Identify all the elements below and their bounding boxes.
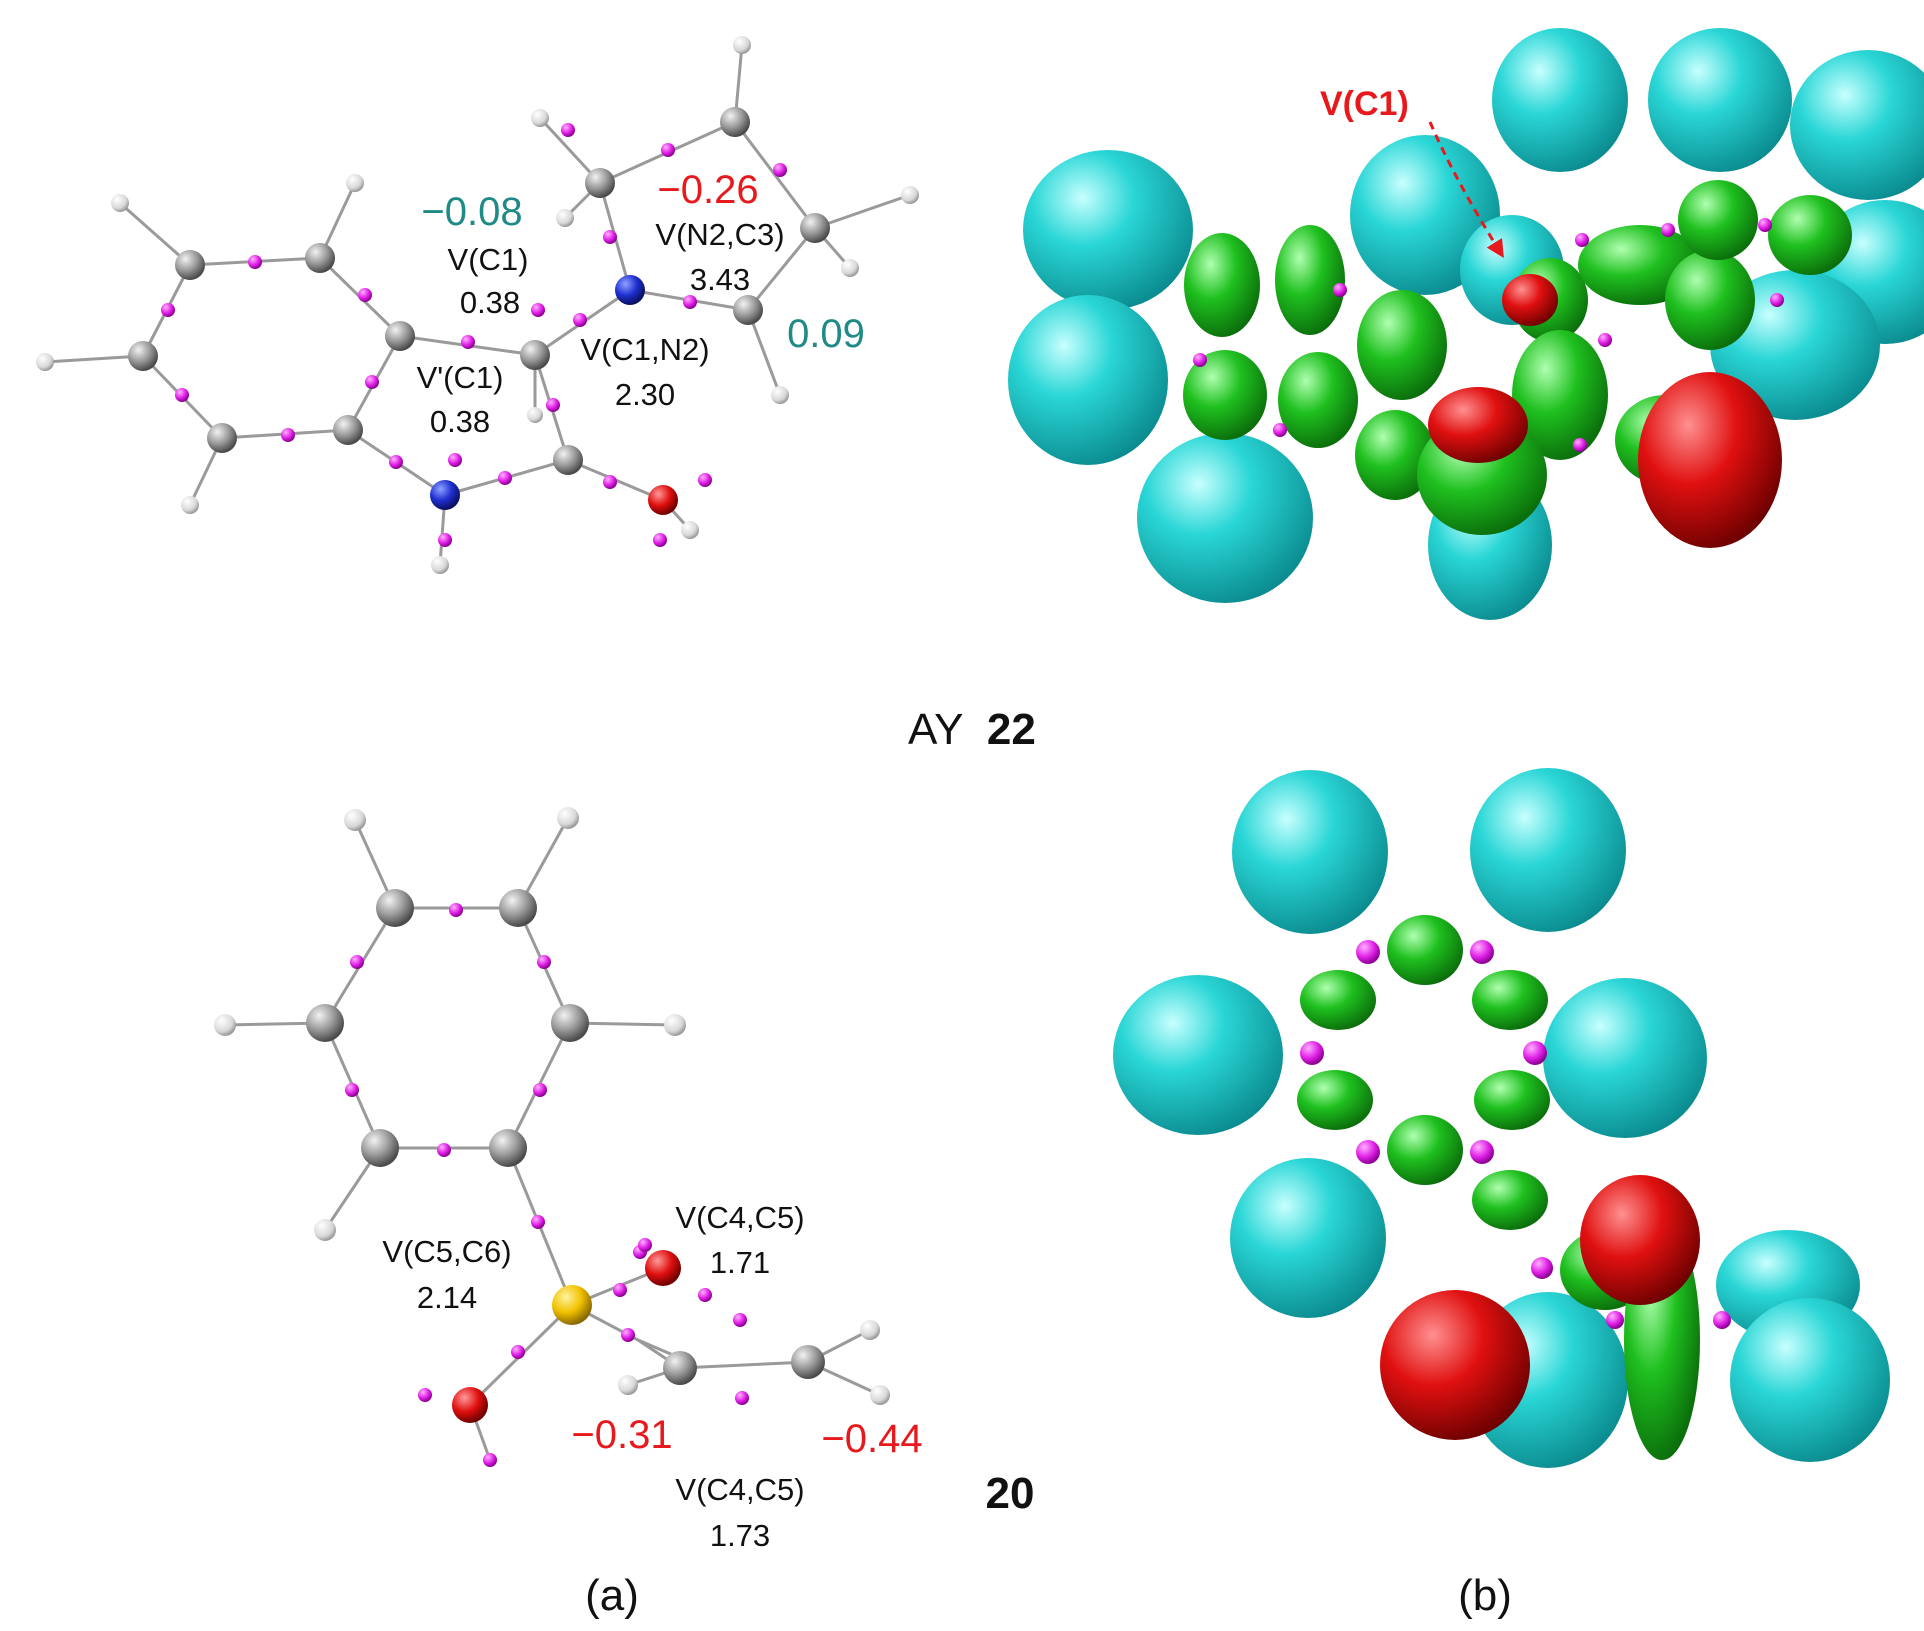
- hydrogen-atom: [681, 521, 699, 539]
- carbon-atom: [333, 415, 363, 445]
- hydrogen-atom: [556, 209, 574, 227]
- hydrogen-atom: [733, 36, 751, 54]
- hydrogen-atom: [111, 194, 129, 212]
- hydrogen-basins: [1113, 768, 1890, 1468]
- carbon-atom: [551, 1004, 589, 1042]
- hydrogen-atom: [841, 259, 859, 277]
- charge-c5: −0.44: [821, 1417, 922, 1461]
- elf-annotation-v-c1: V(C1): [1320, 85, 1409, 123]
- panel-label-a: (a): [585, 1571, 639, 1620]
- labels-top: −0.08 −0.26 0.09 V(C1) 0.38 V(N2,C3) 3.4…: [417, 168, 865, 439]
- oxygen-atom: [452, 1387, 488, 1423]
- core-basins: [1428, 274, 1782, 548]
- basin-v-c4c5-lower-label: V(C4,C5): [675, 1472, 804, 1507]
- oxygen-atom: [648, 485, 678, 515]
- atoms: [36, 36, 919, 574]
- oxygen-atom: [645, 1250, 681, 1286]
- compound-top-name: AY 22: [908, 705, 1036, 754]
- hydrogen-atom: [431, 556, 449, 574]
- panel-label-b: (b): [1458, 1571, 1512, 1620]
- carbon-atom: [800, 213, 830, 243]
- carbon-atom: [306, 1004, 344, 1042]
- basin-v-n2c3-value: 3.43: [690, 262, 750, 297]
- basin-v-c1n2-label: V(C1,N2): [580, 332, 709, 367]
- basin-v-c5c6-label: V(C5,C6): [382, 1234, 511, 1269]
- basin-v-c4c5-upper-value: 1.71: [710, 1245, 770, 1280]
- core-basins: [1380, 1175, 1700, 1440]
- carbon-atom-c3: [733, 295, 763, 325]
- basin-v-c4c5-upper-label: V(C4,C5): [675, 1200, 804, 1235]
- basin-v-c1-label: V(C1): [448, 242, 529, 277]
- basin-attractors: [1193, 218, 1784, 452]
- carbon-atom: [553, 445, 583, 475]
- hydrogen-basins: [1008, 28, 1924, 620]
- annotation-arrow: [1428, 121, 1504, 259]
- attractors: [161, 123, 787, 547]
- carbon-atom: [385, 321, 415, 351]
- carbon-atom-c1: [520, 340, 550, 370]
- nitrogen-atom-n2: [615, 275, 645, 305]
- attractors: [345, 903, 749, 1467]
- carbon-atom-c5: [791, 1345, 825, 1379]
- carbon-atom: [499, 889, 537, 927]
- carbon-atom: [361, 1129, 399, 1167]
- molecule-bottom: V(C4,C5) 1.71 V(C5,C6) 2.14 −0.31 −0.44 …: [214, 807, 1034, 1553]
- carbon-atom: [128, 341, 158, 371]
- carbon-atom: [207, 423, 237, 453]
- compound-bottom-number: 20: [986, 1469, 1035, 1518]
- basin-v-c5c6-value: 2.14: [417, 1280, 477, 1315]
- labels-bottom: V(C4,C5) 1.71 V(C5,C6) 2.14 −0.31 −0.44 …: [382, 1200, 1034, 1553]
- carbon-atom: [489, 1129, 527, 1167]
- basin-v-c1n2-value: 2.30: [615, 377, 675, 412]
- basin-v-prime-c1-label: V'(C1): [417, 360, 504, 395]
- hydrogen-atom: [557, 807, 579, 829]
- hydrogen-atom: [214, 1014, 236, 1036]
- bonds: [224, 817, 881, 1461]
- basin-v-prime-c1-value: 0.38: [430, 404, 490, 439]
- hydrogen-atom: [181, 496, 199, 514]
- carbon-atom: [585, 168, 615, 198]
- hydrogen-atom: [344, 809, 366, 831]
- hydrogen-atom: [36, 353, 54, 371]
- nitrogen-atom: [430, 480, 460, 510]
- elf-basins-top: V(C1): [1008, 28, 1924, 620]
- compound-prefix: AY: [908, 705, 963, 754]
- compound-number: 22: [987, 705, 1036, 754]
- basin-v-c1-value: 0.38: [460, 285, 520, 320]
- basin-attractors: [1300, 940, 1731, 1329]
- hydrogen-atom: [901, 186, 919, 204]
- hydrogen-atom: [314, 1219, 336, 1241]
- hydrogen-atom: [527, 407, 543, 423]
- charge-c3: 0.09: [787, 312, 865, 356]
- charge-n2c3: −0.26: [657, 168, 758, 212]
- carbon-atom: [720, 107, 750, 137]
- hydrogen-atom: [618, 1375, 638, 1395]
- hydrogen-atom: [771, 386, 789, 404]
- basin-v-c4c5-lower-value: 1.73: [710, 1518, 770, 1553]
- elf-basins-bottom: [1113, 768, 1890, 1468]
- carbon-atom: [376, 889, 414, 927]
- hydrogen-atom: [860, 1320, 880, 1340]
- basin-v-n2c3-label: V(N2,C3): [655, 217, 784, 252]
- svg-text:AY 22: AY 22: [908, 705, 1036, 754]
- carbon-atom-c4: [663, 1351, 697, 1385]
- hydrogen-atom: [870, 1385, 890, 1405]
- hydrogen-atom: [531, 109, 549, 127]
- sulfur-atom: [552, 1285, 592, 1325]
- charge-c1: −0.08: [421, 190, 522, 234]
- charge-c4: −0.31: [571, 1413, 672, 1457]
- molecule-top: −0.08 −0.26 0.09 V(C1) 0.38 V(N2,C3) 3.4…: [36, 36, 919, 574]
- carbon-atom: [175, 250, 205, 280]
- hydrogen-atom: [346, 174, 364, 192]
- carbon-atom: [305, 243, 335, 273]
- hydrogen-atom: [664, 1014, 686, 1036]
- atoms: [214, 807, 890, 1423]
